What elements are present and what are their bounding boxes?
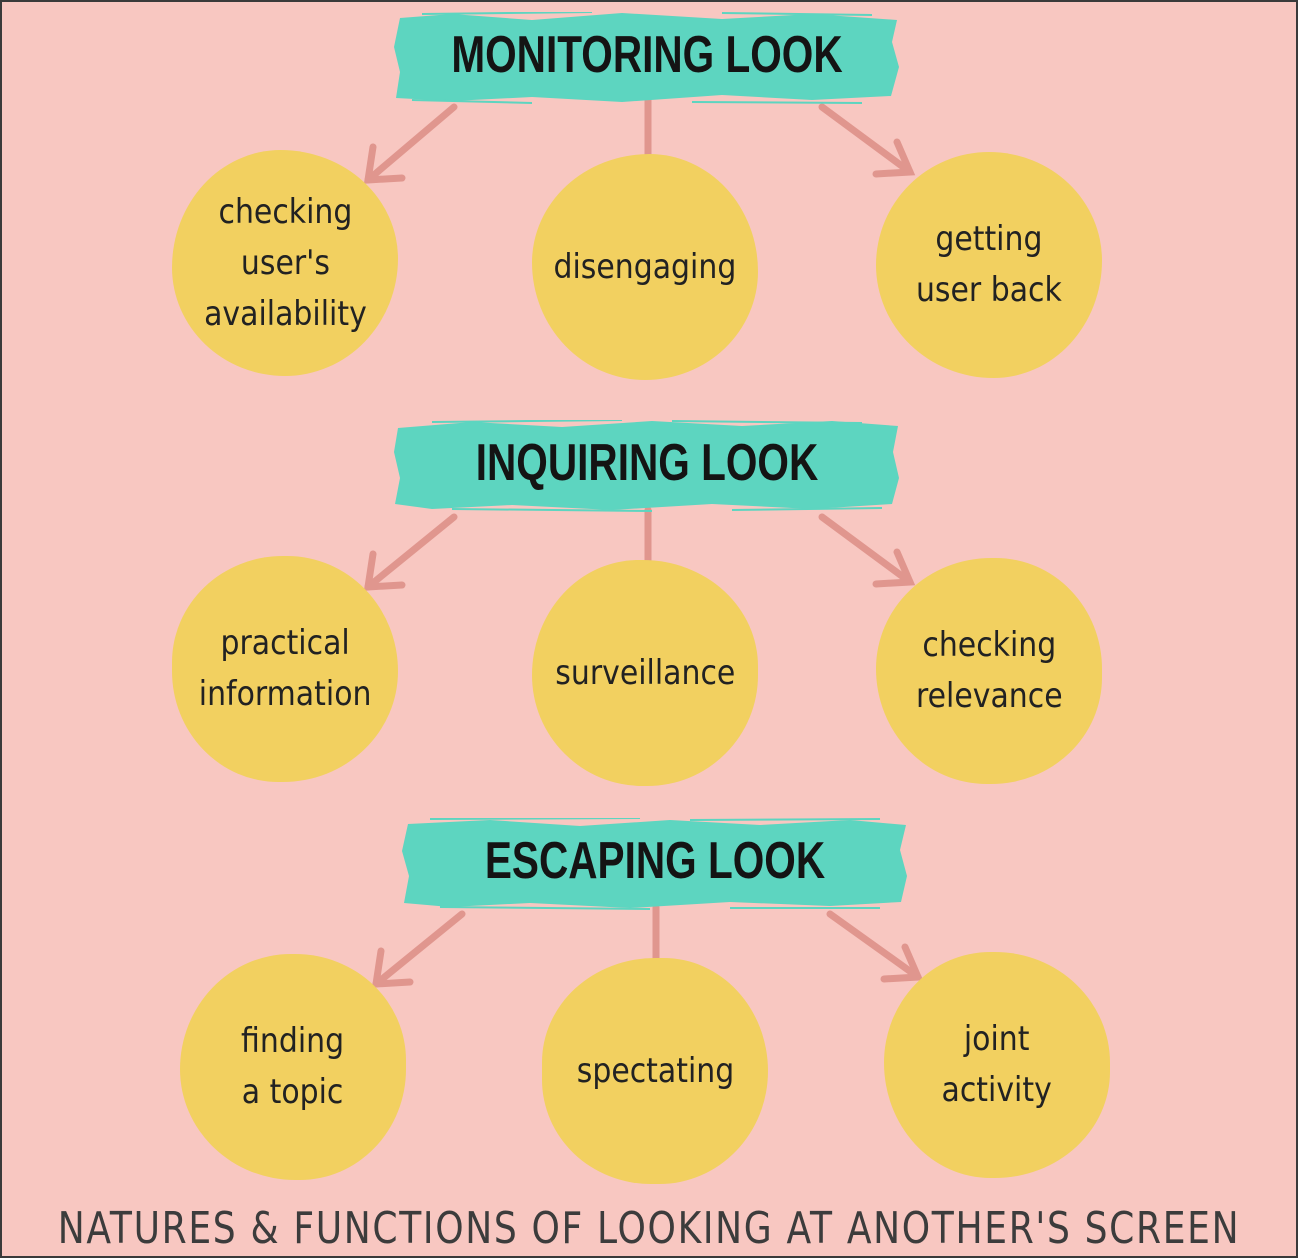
- circle-label: surveillance: [554, 652, 736, 693]
- circle-label: practical information: [198, 623, 372, 714]
- arrow-inquiring-right: [818, 513, 916, 588]
- circle-item: finding a topic: [180, 954, 406, 1180]
- circle-item: disengaging: [532, 154, 758, 380]
- brush-stroke-background: [402, 818, 907, 910]
- arrow-monitoring-right: [818, 103, 916, 178]
- brush-stroke-background: [394, 420, 899, 512]
- circle-item: checking relevance: [876, 558, 1102, 784]
- circle-item: practical information: [172, 556, 398, 782]
- circle-item: checking user's availability: [172, 150, 398, 376]
- arrow-escaping-right: [826, 910, 924, 983]
- circle-item: surveillance: [532, 560, 758, 786]
- brush-stroke-background: [394, 12, 899, 104]
- footer-text: NATURES & FUNCTIONS OF LOOKING AT ANOTHE…: [57, 1202, 1241, 1254]
- arrow-monitoring-left: [363, 103, 458, 184]
- circle-item: spectating: [542, 958, 768, 1184]
- circle-label: getting user back: [916, 219, 1062, 310]
- circle-item: joint activity: [884, 952, 1110, 1178]
- circle-item: getting user back: [876, 152, 1102, 378]
- circle-label: checking relevance: [915, 625, 1063, 716]
- circle-label: finding a topic: [241, 1021, 345, 1112]
- banner-inquiring-look: INQUIRING LOOK: [392, 420, 902, 512]
- circle-label: spectating: [576, 1050, 734, 1091]
- circle-label: checking user's availability: [203, 191, 367, 334]
- banner-monitoring-look: MONITORING LOOK: [392, 12, 902, 104]
- footer-caption: NATURES & FUNCTIONS OF LOOKING AT ANOTHE…: [2, 1198, 1296, 1256]
- section-title: MONITORING LOOK: [451, 26, 843, 84]
- circle-label: disengaging: [553, 246, 737, 287]
- arrow-escaping-left: [371, 910, 466, 988]
- circle-label: joint activity: [941, 1019, 1053, 1110]
- arrow-inquiring-left: [363, 513, 458, 591]
- banner-escaping-look: ESCAPING LOOK: [400, 818, 910, 910]
- section-title: INQUIRING LOOK: [475, 434, 819, 492]
- section-title: ESCAPING LOOK: [484, 832, 826, 890]
